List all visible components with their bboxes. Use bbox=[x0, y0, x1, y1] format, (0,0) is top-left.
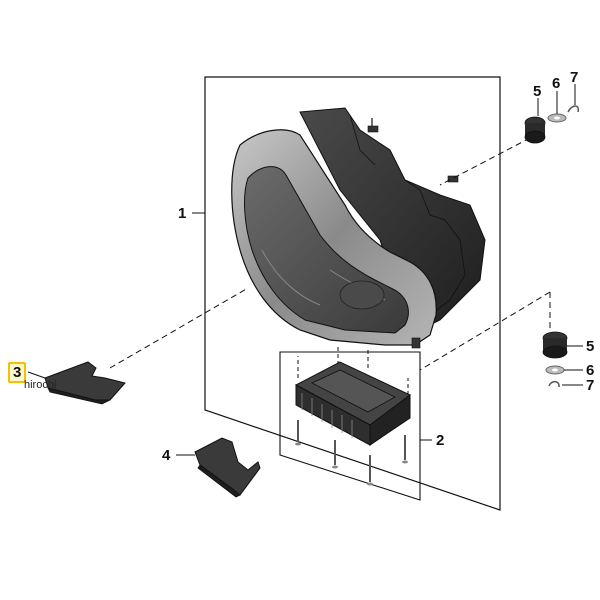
assembly-frame-1 bbox=[204, 76, 501, 511]
cover-part-3 bbox=[44, 361, 126, 405]
callout-5-top: 5 bbox=[533, 83, 542, 100]
washer-bottom bbox=[545, 365, 565, 375]
callout-7-bottom: 7 bbox=[586, 377, 595, 394]
clip-bottom bbox=[548, 380, 560, 388]
headlight-connector bbox=[411, 337, 421, 349]
callout-7-top: 7 bbox=[570, 69, 579, 86]
grommet-bottom bbox=[542, 331, 568, 359]
washer-top bbox=[547, 113, 567, 123]
callout-2: 2 bbox=[436, 432, 445, 449]
callout-4: 4 bbox=[162, 447, 171, 464]
callout-1: 1 bbox=[178, 205, 187, 222]
grommet-top bbox=[524, 116, 546, 144]
clip-top bbox=[567, 105, 580, 113]
dash-line-5-bottom bbox=[419, 291, 551, 371]
control-unit bbox=[294, 361, 411, 446]
headlight-lens bbox=[244, 166, 409, 334]
dash-line-3 bbox=[109, 287, 249, 369]
leader-3 bbox=[27, 371, 46, 379]
callout-5-bottom: 5 bbox=[586, 338, 595, 355]
callout-6-top: 6 bbox=[552, 75, 561, 92]
control-unit-frame-2 bbox=[279, 351, 421, 501]
cover-part-4 bbox=[194, 437, 261, 498]
callout-3: 3 bbox=[8, 362, 27, 383]
callout-6-bottom: 6 bbox=[586, 362, 595, 379]
watermark-text: hirochi bbox=[24, 379, 57, 391]
screws-part-2 bbox=[295, 420, 408, 486]
dash-line-5-top bbox=[439, 137, 531, 186]
